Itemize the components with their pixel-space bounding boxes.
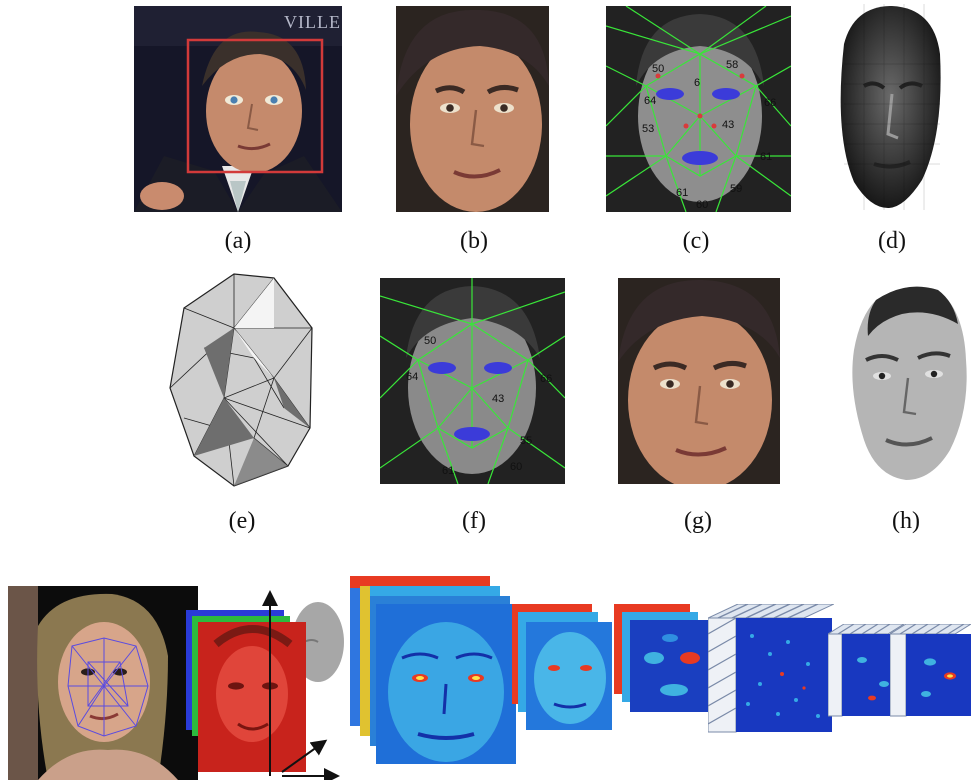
fiducial-label: 59 (730, 183, 742, 195)
caption-g: (g) (684, 508, 712, 534)
fiducial-label: 43 (722, 119, 734, 131)
fiducial-label: 64 (644, 95, 656, 107)
fiducial-label: 66 (540, 373, 552, 385)
fiducial-label: 50 (424, 335, 436, 347)
fiducial-label: 50 (652, 63, 664, 75)
pipeline-locally-connected-3 (890, 624, 971, 718)
panel-e-3d-mesh (164, 268, 326, 490)
fiducial-label: 66 (764, 97, 776, 109)
fiducial-label: 64 (406, 371, 418, 383)
caption-b: (b) (460, 228, 488, 254)
fiducial-label: 61 (442, 465, 454, 477)
fiducial-label: 53 (642, 123, 654, 135)
caption-h: (h) (892, 508, 920, 534)
fiducial-label: 58 (726, 59, 738, 71)
pipeline-locally-connected-1 (708, 604, 834, 734)
pipeline-feature-maps-1 (346, 574, 516, 770)
panel-f-fiducial-points: 50 64 66 43 55 61 60 (380, 278, 565, 484)
pipeline-feature-maps-3 (614, 604, 710, 714)
fiducial-label: 55 (520, 435, 532, 447)
caption-c: (c) (682, 228, 710, 254)
fiducial-label: 61 (760, 151, 772, 163)
pipeline-aligned-channels (186, 584, 346, 780)
panel-b-cropped-face (396, 6, 549, 212)
panel-h-frontalized-face (846, 280, 971, 484)
fiducial-label: 60 (696, 199, 708, 211)
fiducial-label: 61 (676, 187, 688, 199)
caption-a: (a) (224, 228, 252, 254)
fiducial-label: 43 (492, 393, 504, 405)
caption-d: (d) (878, 228, 906, 254)
panel-a-detected-face: VILLE (134, 6, 342, 212)
panel-d-3d-model (834, 4, 946, 210)
svg-text:VILLE: VILLE (284, 12, 341, 32)
pipeline-input-photo (8, 586, 198, 780)
panel-g-aligned-face (618, 278, 780, 484)
caption-e: (e) (228, 508, 256, 534)
pipeline-feature-maps-2 (512, 602, 612, 732)
caption-f: (f) (462, 508, 486, 534)
fiducial-label: 60 (510, 461, 522, 473)
panel-c-fiducial-points: 50 58 64 6 66 43 53 61 61 59 60 (606, 6, 791, 212)
fiducial-label: 6 (694, 77, 700, 89)
